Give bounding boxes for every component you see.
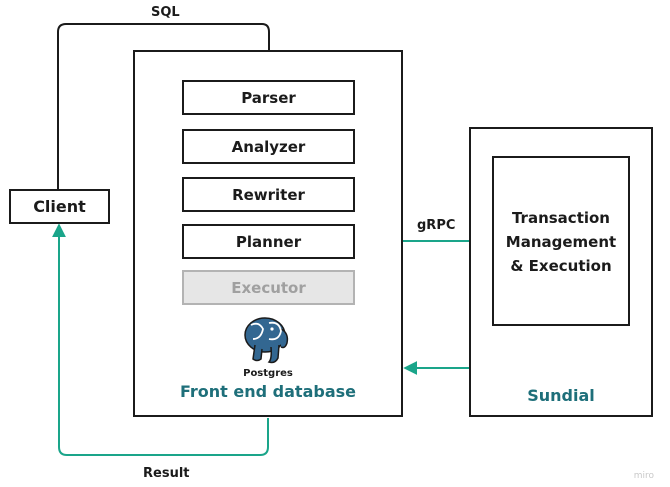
result-label: Result [143,466,190,481]
sql-label: SQL [151,5,180,20]
transaction-management-label: Transaction Management & Execution [505,209,617,275]
analyzer-label: Analyzer [231,137,306,156]
rewriter-label: Rewriter [232,185,305,204]
sundial-title: Sundial [527,386,595,405]
frontend-title: Front end database [180,382,356,401]
planner-label: Planner [235,232,302,251]
parser-label: Parser [241,88,296,107]
analyzer-step: Analyzer [182,129,355,164]
client-node: Client [9,189,110,224]
grpc-label: gRPC [417,218,456,233]
postgres-elephant-icon [244,317,289,364]
planner-step: Planner [182,224,355,259]
rewriter-step: Rewriter [182,177,355,212]
client-label: Client [33,197,86,216]
postgres-logo-text: Postgres [243,368,293,379]
transaction-management-box: Transaction Management & Execution [492,156,630,326]
executor-step: Executor [182,270,355,305]
miro-watermark: miro [633,471,654,481]
executor-label: Executor [231,278,306,297]
parser-step: Parser [182,80,355,115]
